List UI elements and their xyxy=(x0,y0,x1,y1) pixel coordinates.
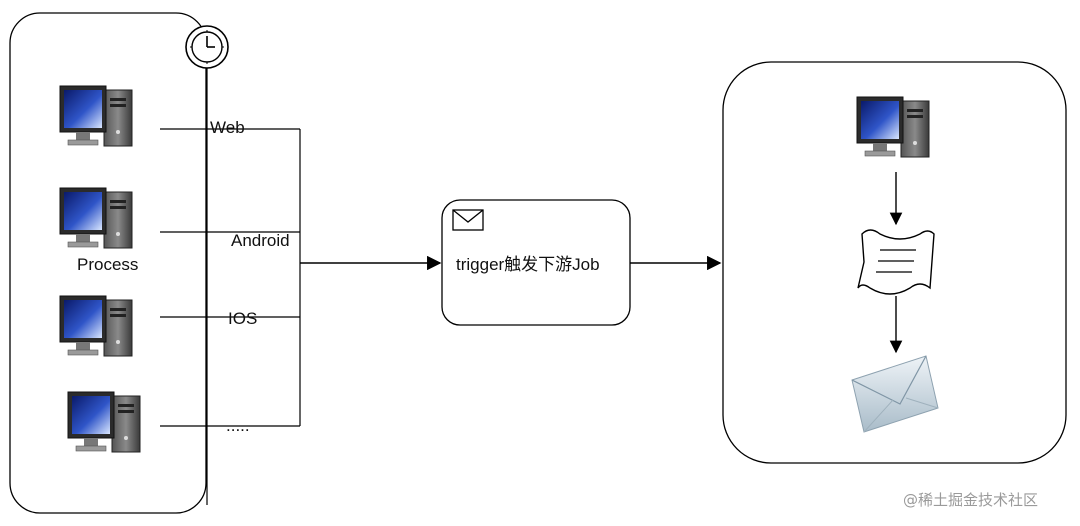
computer-icon xyxy=(59,295,133,357)
envelope-icon xyxy=(452,209,484,231)
channel-label-ios: IOS xyxy=(228,309,257,328)
mail-icon xyxy=(851,355,939,433)
process-group-container xyxy=(9,12,207,514)
channel-connectors xyxy=(160,128,301,427)
channel-label-web: Web xyxy=(210,118,245,137)
computer-icon xyxy=(59,187,133,249)
computer-icon xyxy=(59,85,133,147)
channel-label-more: ..... xyxy=(226,416,250,435)
watermark-text: @稀土掘金技术社区 xyxy=(903,491,1038,509)
job-group-container xyxy=(722,61,1067,464)
trigger-label: trigger触发下游Job xyxy=(456,255,600,274)
clock-icon xyxy=(185,25,229,69)
computer-icon xyxy=(856,96,930,158)
channel-label-android: Android xyxy=(231,231,290,250)
computer-icon xyxy=(67,391,141,453)
document-icon xyxy=(857,229,935,295)
process-label: Process xyxy=(77,255,138,274)
